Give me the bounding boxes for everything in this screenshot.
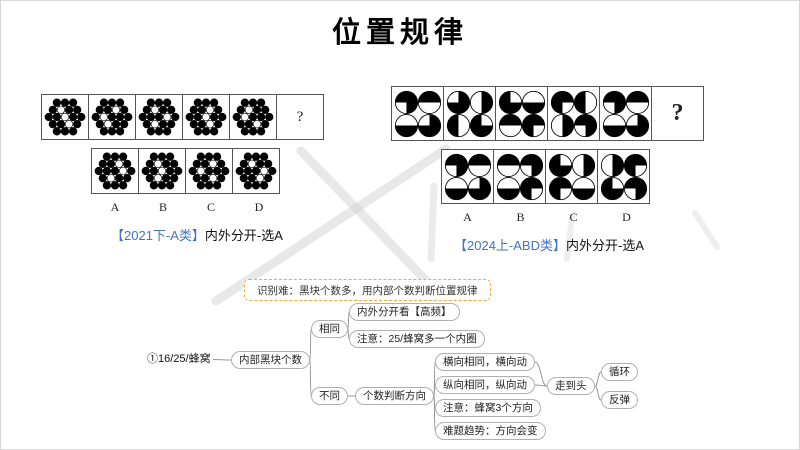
honeycomb-figure [141,152,183,190]
puzzle-cell [229,94,277,140]
mindmap-node-end: 走到头 [547,377,595,396]
mindmap-node-end-b: 反弹 [601,391,638,410]
quarter-circles-figure [600,153,647,200]
honeycomb-figure [235,152,277,190]
right-caption-tag: 【2024上-ABD类】 [454,238,566,253]
mindmap-node-same: 相同 [311,320,348,339]
quarter-circles-figure [446,90,493,137]
puzzle-cell [443,86,496,141]
option-letter: C [206,200,215,214]
option-letter: D [622,210,631,224]
mindmap-node-dir-a: 横向相同，横向动 [435,353,535,372]
right-caption: 【2024上-ABD类】内外分开-选A [454,235,704,254]
mindmap: ①16/25/蜂窝 内部黑块个数 相同 内外分开看【高频】 注意：25/蜂窝多一… [139,297,669,449]
question-mark: ? [296,108,304,125]
puzzle-cell [547,86,600,141]
quarter-circles-figure [394,90,441,137]
question-cell: ? [651,86,704,141]
puzzle-cell [232,148,280,194]
puzzle-cell [599,86,652,141]
quarter-circles-figure [602,90,649,137]
mindmap-node-dir-d: 难题趋势：方向会变 [435,422,546,441]
quarter-circles-figure [498,90,545,137]
puzzle-cell [182,94,230,140]
puzzle-cell [597,149,650,204]
mindmap-node-dir-b: 纵向相同，纵向动 [435,376,535,395]
puzzle-cell [91,148,139,194]
puzzle-cell [545,149,598,204]
honeycomb-figure [91,98,133,136]
mindmap-node-same-a: 内外分开看【高频】 [349,303,460,322]
option-letter: A [110,200,120,214]
quarter-circles-figure [496,153,543,200]
recognition-callout: 识别难：黑块个数多，用内部个数判断位置规律 [244,279,491,301]
page-title: 位置规律 [331,17,468,49]
puzzle-cell [135,94,183,140]
honeycomb-figure [232,98,274,136]
option-letter: D [254,200,264,214]
mindmap-node-dir-c: 注意：蜂窝3个方向 [435,399,541,418]
honeycomb-figure [188,152,230,190]
question-cell: ? [276,94,324,140]
quarter-circles-figure [550,90,597,137]
left-option-letters: A B C D [91,200,324,215]
puzzle-cell [88,94,136,140]
puzzle-cell [441,149,494,204]
mindmap-node-root: ①16/25/蜂窝 [145,351,213,368]
left-caption-tag: 【2021下-A类】 [111,228,205,243]
right-option-letters: A B C D [441,210,704,225]
mindmap-node-diff: 不同 [311,387,348,406]
honeycomb-figure [185,98,227,136]
left-caption-text: 内外分开-选A [204,228,283,243]
right-answer-row [441,149,704,204]
option-letter: B [516,210,525,224]
option-letter: C [569,210,578,224]
mindmap-node-same-b: 注意：25/蜂窝多一个内圈 [349,330,485,349]
puzzle-cell [185,148,233,194]
mindmap-node-dir: 个数判断方向 [355,387,434,406]
puzzle-cell [41,94,89,140]
quarter-circles-figure [444,153,491,200]
left-answer-row [91,148,324,194]
puzzle-cell [391,86,444,141]
mindmap-node-count: 内部黑块个数 [231,351,310,370]
honeycomb-figure [94,152,136,190]
quarter-circles-figure [548,153,595,200]
question-mark: ? [671,100,684,126]
left-caption: 【2021下-A类】内外分开-选A [111,225,324,244]
right-question-row: ? [391,86,704,141]
mindmap-node-end-a: 循环 [601,363,638,382]
option-letter: A [463,210,472,224]
puzzle-cell [493,149,546,204]
left-question-row: ? [41,94,324,140]
right-caption-text: 内外分开-选A [565,238,644,253]
option-letter: B [158,200,167,214]
honeycomb-figure [44,98,86,136]
puzzle-cell [495,86,548,141]
left-puzzle: ? A B C D 【2021下-A类】内外分开-选A [41,94,324,244]
mindmap-connectors [212,311,602,432]
honeycomb-figure [138,98,180,136]
puzzle-cell [138,148,186,194]
right-puzzle: ? A B C D 【2024上-ABD类】内外分开-选A [391,86,704,254]
